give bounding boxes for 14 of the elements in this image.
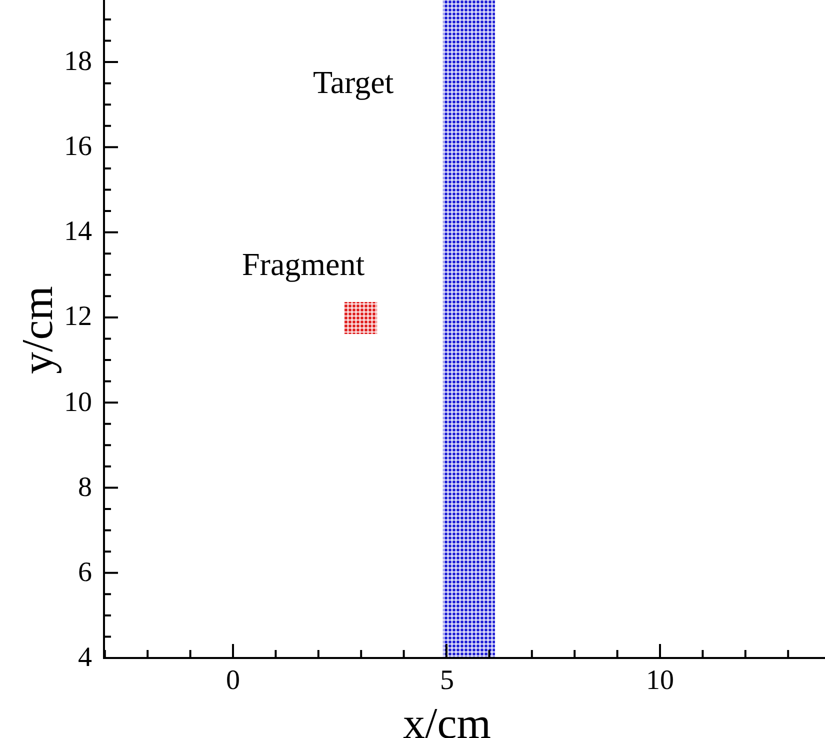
- tick-label: 0: [226, 667, 240, 695]
- tick-label: 8: [78, 474, 92, 502]
- part-label: Fragment: [242, 248, 365, 280]
- tick-label: 18: [64, 48, 92, 76]
- axis-title: y/cm: [16, 286, 60, 374]
- tick-label: 5: [440, 667, 454, 695]
- tick-label: 4: [78, 644, 92, 672]
- tick-label: 10: [646, 667, 674, 695]
- tick-label: 16: [64, 133, 92, 162]
- tick-label: 6: [78, 558, 92, 587]
- tick-label: 14: [64, 218, 92, 246]
- part-label: Target: [313, 66, 394, 98]
- tick-label: 12: [64, 303, 92, 332]
- tick-label: 10: [64, 388, 92, 417]
